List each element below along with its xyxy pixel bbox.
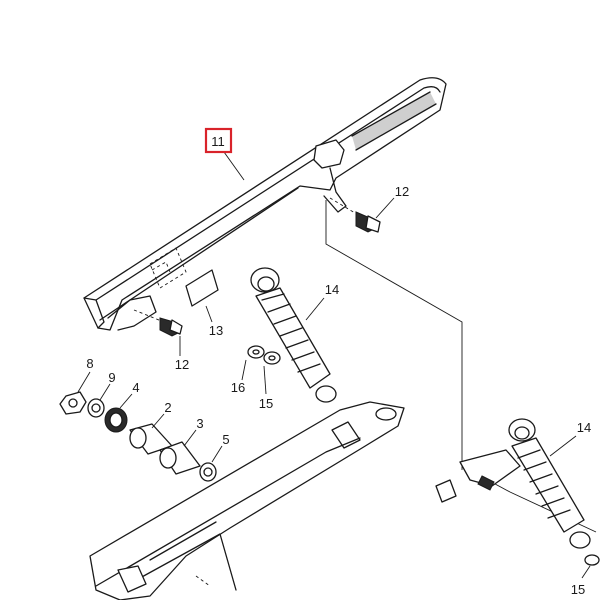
callout-9[interactable]: 9 <box>108 370 115 385</box>
callout-12-lower[interactable]: 12 <box>175 357 189 372</box>
callout-14-main[interactable]: 14 <box>325 282 339 297</box>
leader-lines <box>77 151 591 579</box>
callout-15-main[interactable]: 15 <box>259 396 273 411</box>
highlight-box-11 <box>204 127 233 154</box>
washer-15-secondary <box>584 554 600 566</box>
callout-16[interactable]: 16 <box>231 380 245 395</box>
collar-2 <box>129 423 173 455</box>
bearing-4 <box>104 407 128 433</box>
washer-15 <box>263 351 281 365</box>
washer-5 <box>199 462 217 482</box>
callout-2[interactable]: 2 <box>164 400 171 415</box>
callout-5[interactable]: 5 <box>222 432 229 447</box>
callout-14-secondary[interactable]: 14 <box>577 420 591 435</box>
bolt-upper <box>329 197 381 233</box>
callout-4[interactable]: 4 <box>132 380 139 395</box>
callout-11[interactable]: 11 <box>211 134 225 149</box>
callout-15-secondary[interactable]: 15 <box>571 582 585 597</box>
washer-9 <box>87 398 105 418</box>
shock-absorber-main <box>250 267 337 403</box>
nut-8 <box>59 391 87 415</box>
nut-16 <box>247 345 265 359</box>
callout-13[interactable]: 13 <box>209 323 223 338</box>
swingarm <box>89 401 521 600</box>
callout-8[interactable]: 8 <box>86 356 93 371</box>
bolt-lower <box>133 309 183 337</box>
callout-3[interactable]: 3 <box>196 416 203 431</box>
chain-case <box>83 77 447 331</box>
collar-3 <box>159 441 201 475</box>
callout-12-upper[interactable]: 12 <box>395 184 409 199</box>
shock-absorber-secondary <box>477 418 591 549</box>
label-sticker <box>185 269 219 307</box>
